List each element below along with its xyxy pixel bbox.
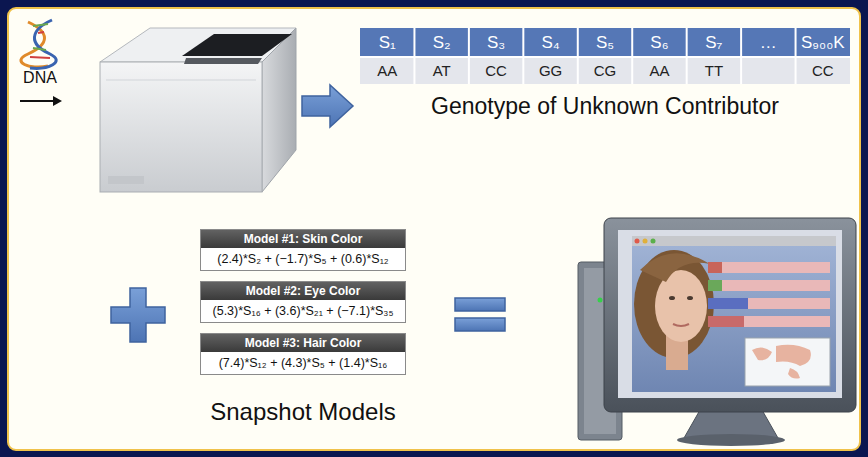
model-formula: (7.4)*S₁₂ + (4.3)*S₅ + (1.4)*S₁₆ xyxy=(201,352,405,374)
plus-sign xyxy=(111,288,165,342)
table-divider xyxy=(360,56,850,58)
model-title: Model #3: Hair Color xyxy=(201,334,405,352)
table-value-cell: AA xyxy=(649,57,669,84)
model-title: Model #2: Eye Color xyxy=(201,282,405,300)
table-value-cell: TT xyxy=(705,57,723,84)
table-header-cell: S₃ xyxy=(487,28,505,57)
section-caption: Genotype of Unknown Contributor xyxy=(431,92,779,120)
model-formula: (5.3)*S₁₆ + (3.6)*S₂₁ + (−7.1)*S₃₅ xyxy=(201,300,405,322)
dna-icon xyxy=(21,20,56,68)
model-formula: (2.4)*S₂ + (−1.7)*S₅ + (0.6)*S₁₂ xyxy=(201,248,405,270)
table-value-row xyxy=(360,57,850,84)
section-caption: Snapshot Models xyxy=(210,397,395,427)
table-value-cell: AT xyxy=(433,57,451,84)
model-box: Model #3: Hair Color(7.4)*S₁₂ + (4.3)*S₅… xyxy=(200,333,406,375)
table-header-cell: S₅ xyxy=(596,28,614,57)
computer-illustration xyxy=(578,218,856,446)
equals-sign xyxy=(455,298,505,331)
icon-label: DNA xyxy=(23,68,57,88)
model-box: Model #1: Skin Color(2.4)*S₂ + (−1.7)*S₅… xyxy=(200,229,406,271)
table-header-cell: S₇ xyxy=(705,28,722,57)
model-box: Model #2: Eye Color(5.3)*S₁₆ + (3.6)*S₂₁… xyxy=(200,281,406,323)
table-value-cell: CG xyxy=(594,57,617,84)
genotype-table xyxy=(360,28,850,84)
input-arrow xyxy=(20,96,62,106)
table-value-cell: GG xyxy=(539,57,562,84)
sequencer-machine xyxy=(100,28,296,192)
panel xyxy=(8,8,860,450)
model-title: Model #1: Skin Color xyxy=(201,230,405,248)
table-header-cell: S₂ xyxy=(433,28,451,57)
table-header-cell: S₁ xyxy=(379,28,396,57)
table-value-cell: AA xyxy=(377,57,397,84)
table-header-cell: S₉₀₀K xyxy=(801,28,845,57)
table-header-cell: … xyxy=(760,28,777,57)
table-value-cell: CC xyxy=(812,57,834,84)
table-header-cell: S₄ xyxy=(541,28,559,57)
flow-arrow xyxy=(302,85,353,127)
table-value-cell: CC xyxy=(485,57,507,84)
table-header-row xyxy=(360,28,850,57)
table-header-cell: S₆ xyxy=(650,28,668,57)
